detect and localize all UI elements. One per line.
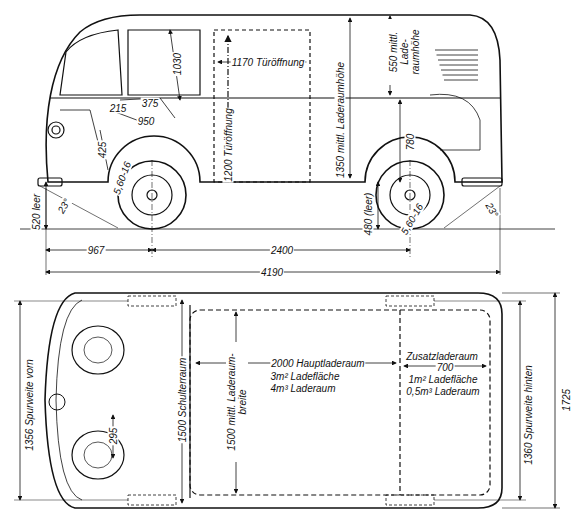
dimension-label: Zusatzladeraum xyxy=(405,351,479,362)
dimension-label: 950 xyxy=(137,116,156,127)
dimension-label: 5,60-16 xyxy=(398,201,425,238)
dimension-label: 215 xyxy=(109,103,128,114)
dimension-label: 1170 Türöffnung xyxy=(231,57,306,68)
dimension-label: 375 xyxy=(141,98,160,109)
dimension-label: 4190 xyxy=(260,267,284,278)
dimension-label: 1030 xyxy=(172,52,183,76)
dimension-label: 0,5m³ Laderaum xyxy=(405,386,480,397)
dimension-label: 1356 Spurweite vorn xyxy=(24,358,35,452)
dimension-label: 23° xyxy=(55,196,73,216)
dimension-label: 2400 xyxy=(270,245,294,256)
dimension-label: 2000 Hauptladeraum xyxy=(270,358,365,369)
dimension-label: 700 xyxy=(436,362,455,373)
dimension-label: 967 xyxy=(87,245,106,256)
dimension-label: 1500 mittl. Laderaum- breite xyxy=(226,342,248,462)
side-view xyxy=(20,15,555,275)
dimension-label: 780 xyxy=(405,133,416,152)
dimension-label: 295 xyxy=(108,427,119,446)
dimension-label: 1350 mittl. Laderaumhöhe xyxy=(335,61,346,179)
dimension-label: 23° xyxy=(483,200,501,220)
dimension-label: 4m³ Laderaum xyxy=(269,383,336,394)
dimension-label: 1500 Schulterraum xyxy=(177,357,188,444)
top-view xyxy=(14,293,560,508)
dimension-label: 480 (leer) xyxy=(363,192,374,237)
dimension-label: 1725 xyxy=(561,388,572,412)
dimension-label: 425 xyxy=(97,141,108,160)
dimension-label: 5,60-16 xyxy=(111,159,134,197)
dimension-label: 1200 Türöffnung xyxy=(223,107,234,182)
dimension-label: 520 leer xyxy=(31,193,42,231)
dimension-label: 1360 Spurweite hinten xyxy=(523,364,534,466)
dimension-label: 3m² Ladefläche xyxy=(270,371,341,382)
dimension-label: 550 mittl. Lade- raumhöhe xyxy=(388,19,421,85)
dimension-label: 1m² Ladefläche xyxy=(408,374,479,385)
